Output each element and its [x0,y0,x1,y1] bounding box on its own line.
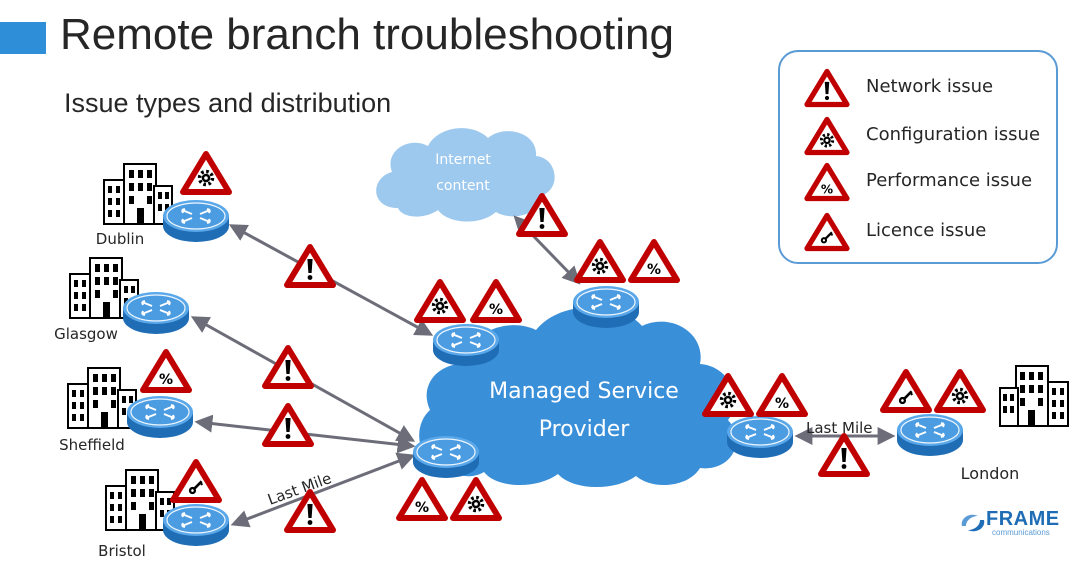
page-title: Remote branch troubleshooting [60,10,674,59]
performance-issue-icon-msp-north [473,282,519,320]
last-mile-label-right: Last Mile [806,419,873,437]
link-bristol-msp [230,452,416,528]
page-subtitle: Issue types and distribution [64,88,392,118]
internet-cloud-label-line1: Internet [435,152,491,168]
router-msp-east-icon [726,415,794,459]
building-dublin-icon [103,163,173,225]
legend-label-performance: Performance issue [866,170,1033,191]
network-issue-icon-glasgow-link [265,348,311,386]
logo-tagline: communications [992,528,1050,537]
configuration-issue-icon-msp-west [453,480,499,518]
licence-issue-icon [804,212,850,252]
configuration-issue-icon-msp-north [417,282,463,320]
configuration-issue-icon-london [937,372,983,410]
legend-label-network: Network issue [866,76,994,97]
legend-item-configuration: Configuration issue [780,116,1060,156]
legend-item-network: Network issue [780,68,1060,108]
router-msp-north-icon [432,323,500,367]
legend-item-licence: Licence issue [780,212,1060,252]
building-london-icon [999,365,1069,427]
issue-legend: Network issue Configuration issue % Perf… [778,50,1058,264]
licence-issue-icon-bristol [173,462,219,500]
site-label-bristol: Bristol [98,542,146,560]
performance-issue-icon: % [804,162,850,202]
network-issue-icon-london-link [821,436,867,474]
site-label-sheffield: Sheffield [59,436,125,454]
frame-communications-logo: FRAME communications [958,508,1068,538]
msp-label-line2: Provider [539,417,631,442]
performance-issue-icon-msp-west [399,480,445,518]
performance-issue-icon-sheffield [143,352,189,390]
logo-name: FRAME [986,508,1060,530]
router-msp-top-icon [572,285,640,329]
router-glasgow-icon [122,291,190,335]
network-issue-icon-sheffield-link [265,406,311,444]
configuration-issue-icon-dublin [183,154,229,192]
performance-issue-icon-msp-top [631,242,677,280]
site-label-dublin: Dublin [96,230,144,248]
network-issue-icon-dublin-link [287,247,333,285]
site-label-glasgow: Glasgow [54,325,118,343]
internet-cloud: Internet content [376,128,555,222]
network-issue-icon [804,68,850,108]
router-london-icon [896,413,964,457]
router-sheffield-icon [126,395,194,439]
performance-issue-icon-msp-east [759,376,805,414]
msp-label-line1: Managed Service [489,379,679,404]
configuration-issue-icon [804,116,850,156]
configuration-issue-icon-msp-top [577,242,623,280]
building-sheffield-icon [67,367,137,429]
router-dublin-icon [162,199,230,243]
frame-logo-mark-icon [961,514,985,532]
legend-item-performance: % Performance issue [780,162,1060,202]
licence-issue-icon-london [883,372,929,410]
router-bristol-icon [162,503,230,547]
title-accent-bar [0,22,46,54]
svg-text:%: % [821,182,833,196]
legend-label-configuration: Configuration issue [866,124,1041,145]
legend-label-licence: Licence issue [866,220,987,241]
router-msp-west-icon [412,435,480,479]
internet-cloud-label-line2: content [436,178,490,194]
site-label-london: London [961,464,1020,483]
last-mile-label-left: Last Mile [265,469,334,509]
